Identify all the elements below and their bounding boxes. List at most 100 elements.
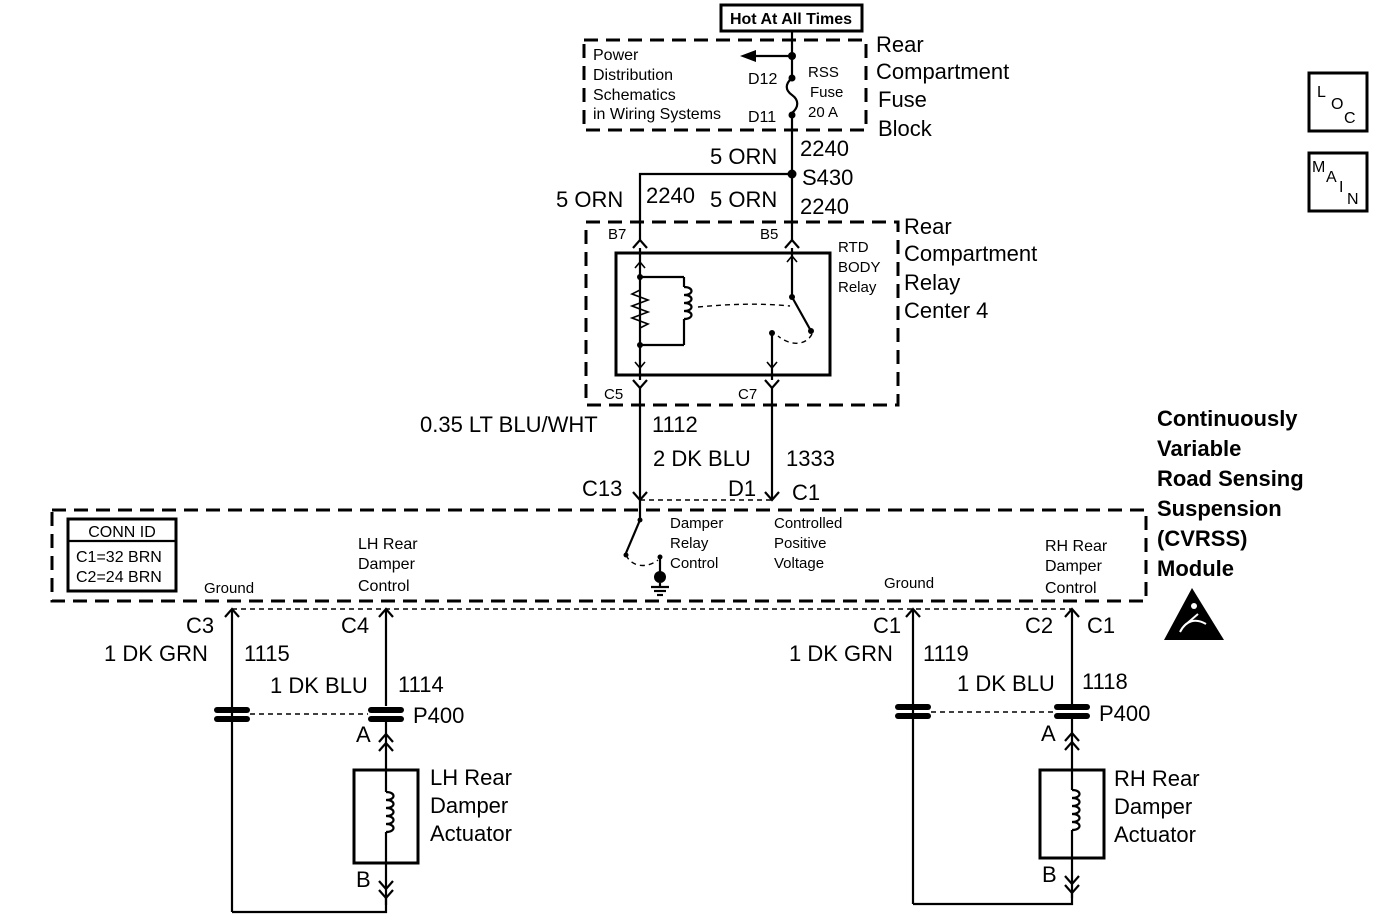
fuse-block-title-4: Block (878, 116, 933, 141)
rh-pin-c2-label: C2 (1025, 613, 1053, 638)
lh-pin-c4-label: C4 (341, 613, 369, 638)
relay-label-1: RTD (838, 239, 869, 256)
fuse-label-3: 20 A (808, 104, 838, 121)
pin-d11-label: D11 (748, 109, 776, 126)
lh-actuator-label-3: Actuator (430, 821, 512, 846)
damper-relay-ground-node (654, 571, 666, 583)
main-letter-i: I (1339, 179, 1343, 196)
module-title-4: Suspension (1157, 496, 1282, 521)
lh-control-label-2: Damper (358, 556, 416, 573)
relay-arrow-top-left (634, 260, 646, 269)
conn-id-box: CONN ID C1=32 BRN C2=24 BRN (66, 517, 178, 593)
rh-control-label-2: Damper (1045, 558, 1103, 575)
relay-label-2: BODY (838, 259, 881, 276)
lh-pin-a-terminal-2 (378, 741, 394, 752)
relay-switch-tip (808, 328, 814, 334)
pin-c13-label: C13 (582, 476, 622, 501)
pin-c1-top-label: C1 (792, 480, 820, 505)
rh-pin-ground-label: C1 (873, 613, 901, 638)
rh-control-label-1: RH Rear (1045, 538, 1108, 555)
relay-arrow-bottom-left (634, 361, 646, 370)
rh-control-label-3: Control (1045, 580, 1097, 597)
wire-left-circuit: 2240 (646, 183, 695, 208)
relay-body (614, 251, 832, 377)
fuse-block-title-2: Compartment (876, 59, 1009, 84)
module-title-2: Variable (1157, 436, 1241, 461)
loc-letter-o: O (1331, 96, 1343, 113)
lh-p400-label: P400 (413, 703, 464, 728)
pin-c5-terminal (632, 379, 648, 390)
fuse-label-2: Fuse (810, 84, 843, 101)
lh-pin-b-label: B (356, 867, 371, 892)
rh-return-wire (913, 893, 1074, 906)
rh-actuator-label-3: Actuator (1114, 822, 1196, 847)
pin-b5-terminal (784, 238, 800, 249)
pin-c5-label: C5 (604, 386, 623, 403)
fuse-label-1: RSS (808, 64, 839, 81)
lh-pin-a-terminal-1 (378, 732, 394, 743)
lh-p400-ground-connector (214, 707, 250, 722)
pin-b5-label: B5 (760, 226, 778, 243)
lh-actuator-label-2: Damper (430, 793, 508, 818)
wire-right-color: 5 ORN (710, 187, 777, 212)
main-button[interactable]: M A I N (1307, 151, 1369, 213)
loc-button[interactable]: L O C (1307, 71, 1369, 133)
conn-id-frame (66, 517, 178, 593)
pds-reference[interactable]: Power Distribution Schematics in Wiring … (593, 47, 721, 123)
pin-c1-terminal (764, 491, 780, 502)
conn-id-line-1: C1=32 BRN (76, 549, 162, 566)
loc-button-frame[interactable] (1307, 71, 1369, 133)
damper-relay-label-3: Control (670, 555, 718, 572)
module-title-1: Continuously (1157, 406, 1298, 431)
damper-relay-label-2: Relay (670, 535, 709, 552)
rh-pin-c1-label: C1 (1087, 613, 1115, 638)
controlled-label-2: Positive (774, 535, 827, 552)
coil-icon (385, 790, 395, 834)
lh-pin-b-terminal-1 (378, 880, 394, 891)
coil-icon (1071, 788, 1081, 832)
lh-pin-c3-label: C3 (186, 613, 214, 638)
esd-warning-icon (1164, 588, 1224, 640)
main-letter-m: M (1312, 159, 1325, 176)
wire-right-circuit: 2240 (800, 194, 849, 219)
pin-b7-terminal (632, 238, 648, 249)
fuse-block-title-1: Rear (876, 32, 924, 57)
pin-c7-label: C7 (738, 386, 757, 403)
module-title-3: Road Sensing (1157, 466, 1304, 491)
lh-gnd-circuit: 1115 (244, 641, 290, 666)
controlled-label-3: Voltage (774, 555, 824, 572)
main-button-frame[interactable] (1307, 151, 1369, 213)
rh-pin-a-label: A (1041, 721, 1056, 746)
rh-p400-label: P400 (1099, 701, 1150, 726)
ground-icon (651, 583, 669, 597)
pin-d12-label: D12 (748, 71, 777, 88)
wire-1112-circuit: 1112 (652, 412, 698, 437)
rh-ground-label: Ground (884, 575, 934, 592)
rh-pin-a-terminal-2 (1064, 740, 1080, 751)
pds-line-3: Schematics (593, 87, 676, 104)
rh-actuator-label-2: Damper (1114, 794, 1192, 819)
damper-relay-dashed (625, 554, 659, 567)
relay-center-outline (584, 220, 900, 407)
coil-icon (683, 285, 693, 321)
pin-d1-label: D1 (728, 476, 756, 501)
arrow-icon (740, 50, 756, 62)
relay-switch-travel (777, 333, 813, 344)
relay-label-3: Relay (838, 279, 877, 296)
pds-line-4: in Wiring Systems (593, 106, 721, 123)
wire-2240-left (638, 172, 792, 240)
lh-ctl-color: 1 DK BLU (270, 673, 368, 698)
wire-left-color: 5 ORN (556, 187, 623, 212)
module-title: Continuously Variable Road Sensing Suspe… (1157, 406, 1304, 581)
relay-arrow-top-right (786, 254, 798, 263)
relay-link-dashed (697, 303, 791, 308)
lh-gnd-color: 1 DK GRN (104, 641, 208, 666)
conn-id-line-2: C2=24 BRN (76, 569, 162, 586)
lh-control-label-1: LH Rear (358, 536, 418, 553)
relay-arrow-bottom-right (766, 361, 778, 370)
conn-id-title: CONN ID (88, 524, 156, 541)
main-letter-a: A (1326, 169, 1337, 186)
wire-1333-circuit: 1333 (786, 446, 835, 471)
lh-pin-a-label: A (356, 722, 371, 747)
